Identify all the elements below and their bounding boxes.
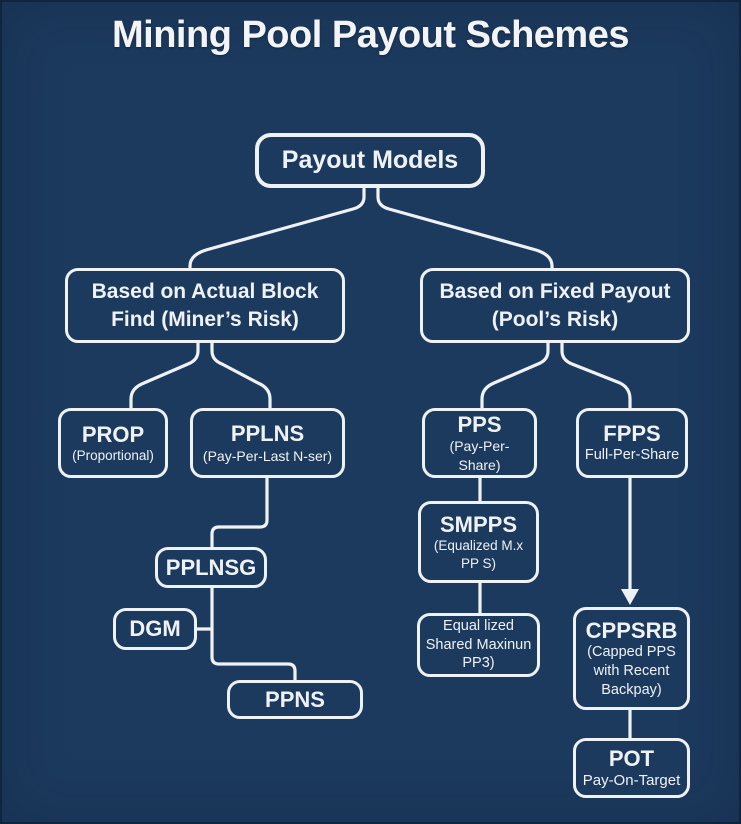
node-pplns-sub: (Pay-Per-Last N-ser) xyxy=(202,447,333,464)
node-pool-risk-line2: (Pool’s Risk) xyxy=(491,307,619,331)
node-payout-models-label: Payout Models xyxy=(281,146,459,175)
node-cppsrb-sub-line2: with Recent xyxy=(593,662,670,679)
node-pot-title: POT xyxy=(608,745,655,771)
edge-root-to-miner-risk xyxy=(188,187,366,270)
node-prop-sub: (Proportional) xyxy=(72,447,154,463)
edge-miner-to-pplns xyxy=(210,341,272,410)
node-cppsrb-sub-line3: Backpay) xyxy=(601,681,662,698)
node-cppsrb: CPPSRB (Capped PPS with Recent Backpay) xyxy=(573,607,690,710)
node-fpps-sub: Full-Per-Share xyxy=(584,447,680,464)
node-equalized-shared-maximum: Equal lized Shared Maxinun PP3) xyxy=(417,613,540,677)
node-ppns-title: PPNS xyxy=(265,686,325,712)
node-pplnsg-title: PPLNSG xyxy=(165,554,257,580)
node-cppsrb-title: CPPSRB xyxy=(585,617,678,643)
node-dgm: DGM xyxy=(113,608,197,650)
node-pot-sub: Pay-On-Target xyxy=(582,771,681,789)
edge-miner-to-prop xyxy=(129,341,200,410)
edge-pplnsg-to-ppns xyxy=(210,586,297,682)
node-eq-line3: PP3) xyxy=(462,655,495,672)
node-miner-risk-branch: Based on Actual Block Find (Miner’s Risk… xyxy=(65,268,345,343)
node-pplns: PPLNS (Pay-Per-Last N-ser) xyxy=(190,408,345,478)
node-smpps-title: SMPPS xyxy=(439,511,518,537)
node-pplns-title: PPLNS xyxy=(230,421,305,447)
node-cppsrb-sub-line1: (Capped PPS xyxy=(587,643,676,660)
node-prop: PROP (Proportional) xyxy=(58,408,168,478)
node-pps: PPS (Pay-Per-Share) xyxy=(422,408,537,478)
page-title: Mining Pool Payout Schemes xyxy=(112,14,629,56)
node-smpps: SMPPS (Equalized M.x PP S) xyxy=(418,501,539,583)
edge-root-to-pool-risk xyxy=(376,187,554,270)
node-pps-sub: (Pay-Per-Share) xyxy=(449,438,510,473)
node-pps-title: PPS xyxy=(457,412,502,438)
node-smpps-sub-line2: PP S) xyxy=(460,555,496,571)
node-eq-line1: Equal lized xyxy=(443,617,514,634)
edge-pool-to-fpps xyxy=(560,341,632,410)
edge-pplns-to-pplnsg xyxy=(210,476,269,549)
node-fpps: FPPS Full-Per-Share xyxy=(576,408,688,478)
node-prop-title: PROP xyxy=(81,421,145,447)
node-payout-models: Payout Models xyxy=(255,133,485,188)
node-dgm-title: DGM xyxy=(129,616,181,642)
node-pool-risk-branch: Based on Fixed Payout (Pool’s Risk) xyxy=(420,268,690,343)
edge-pool-to-pps xyxy=(480,341,550,410)
node-pot: POT Pay-On-Target xyxy=(573,738,690,798)
node-fpps-title: FPPS xyxy=(603,420,661,446)
node-pool-risk-line1: Based on Fixed Payout xyxy=(439,280,671,304)
node-smpps-sub-line1: (Equalized M.x xyxy=(433,538,524,554)
node-miner-risk-line1: Based on Actual Block xyxy=(91,280,319,304)
node-miner-risk-line2: Find (Miner’s Risk) xyxy=(111,307,299,331)
node-pplnsg: PPLNSG xyxy=(155,547,267,588)
node-eq-line2: Shared Maxinun xyxy=(425,636,532,653)
node-ppns: PPNS xyxy=(227,680,363,719)
arrowhead-down-icon xyxy=(621,589,639,605)
